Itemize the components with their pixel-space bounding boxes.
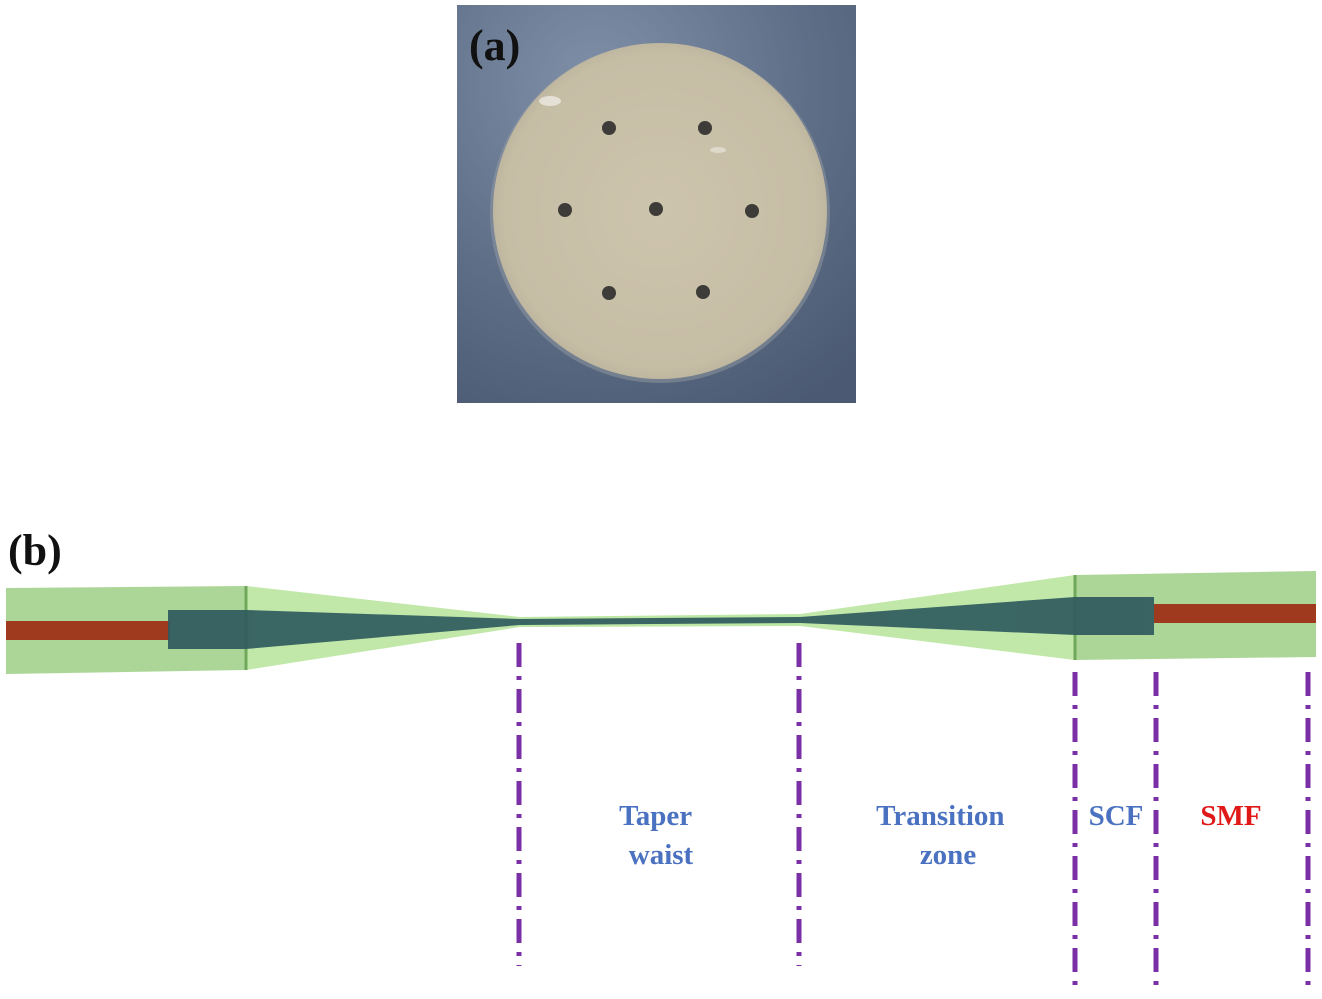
air-hole — [745, 204, 759, 218]
suspended-core — [168, 597, 1154, 649]
panel-a-label: (a) — [469, 21, 520, 70]
smf-label: SMF — [1200, 800, 1261, 832]
air-hole — [649, 202, 663, 216]
air-hole — [558, 203, 572, 217]
panel-b-label: (b) — [8, 526, 62, 575]
air-hole — [602, 121, 616, 135]
right-taper-core — [800, 597, 1075, 635]
right-smf-core — [1154, 604, 1316, 623]
scf-label: SCF — [1089, 800, 1144, 832]
air-hole — [698, 121, 712, 135]
panel-b: (b) — [6, 526, 1316, 994]
air-holes — [558, 121, 759, 300]
right-scf-core — [1075, 597, 1154, 635]
region-labels: Taper waist Transition zone SCF SMF — [619, 800, 1262, 871]
surface-highlight — [710, 147, 726, 153]
air-hole — [602, 286, 616, 300]
panel-a: (a) — [457, 5, 856, 403]
left-smf-core — [6, 621, 170, 640]
taper-waist-label: Taper waist — [619, 800, 699, 871]
region-dividers — [516, 643, 1311, 994]
waist-core — [520, 617, 800, 625]
left-scf-core — [168, 610, 246, 649]
surface-highlight — [539, 96, 561, 106]
transition-zone-label: Transition zone — [876, 800, 1012, 871]
air-hole — [696, 285, 710, 299]
left-taper-core — [246, 610, 520, 649]
